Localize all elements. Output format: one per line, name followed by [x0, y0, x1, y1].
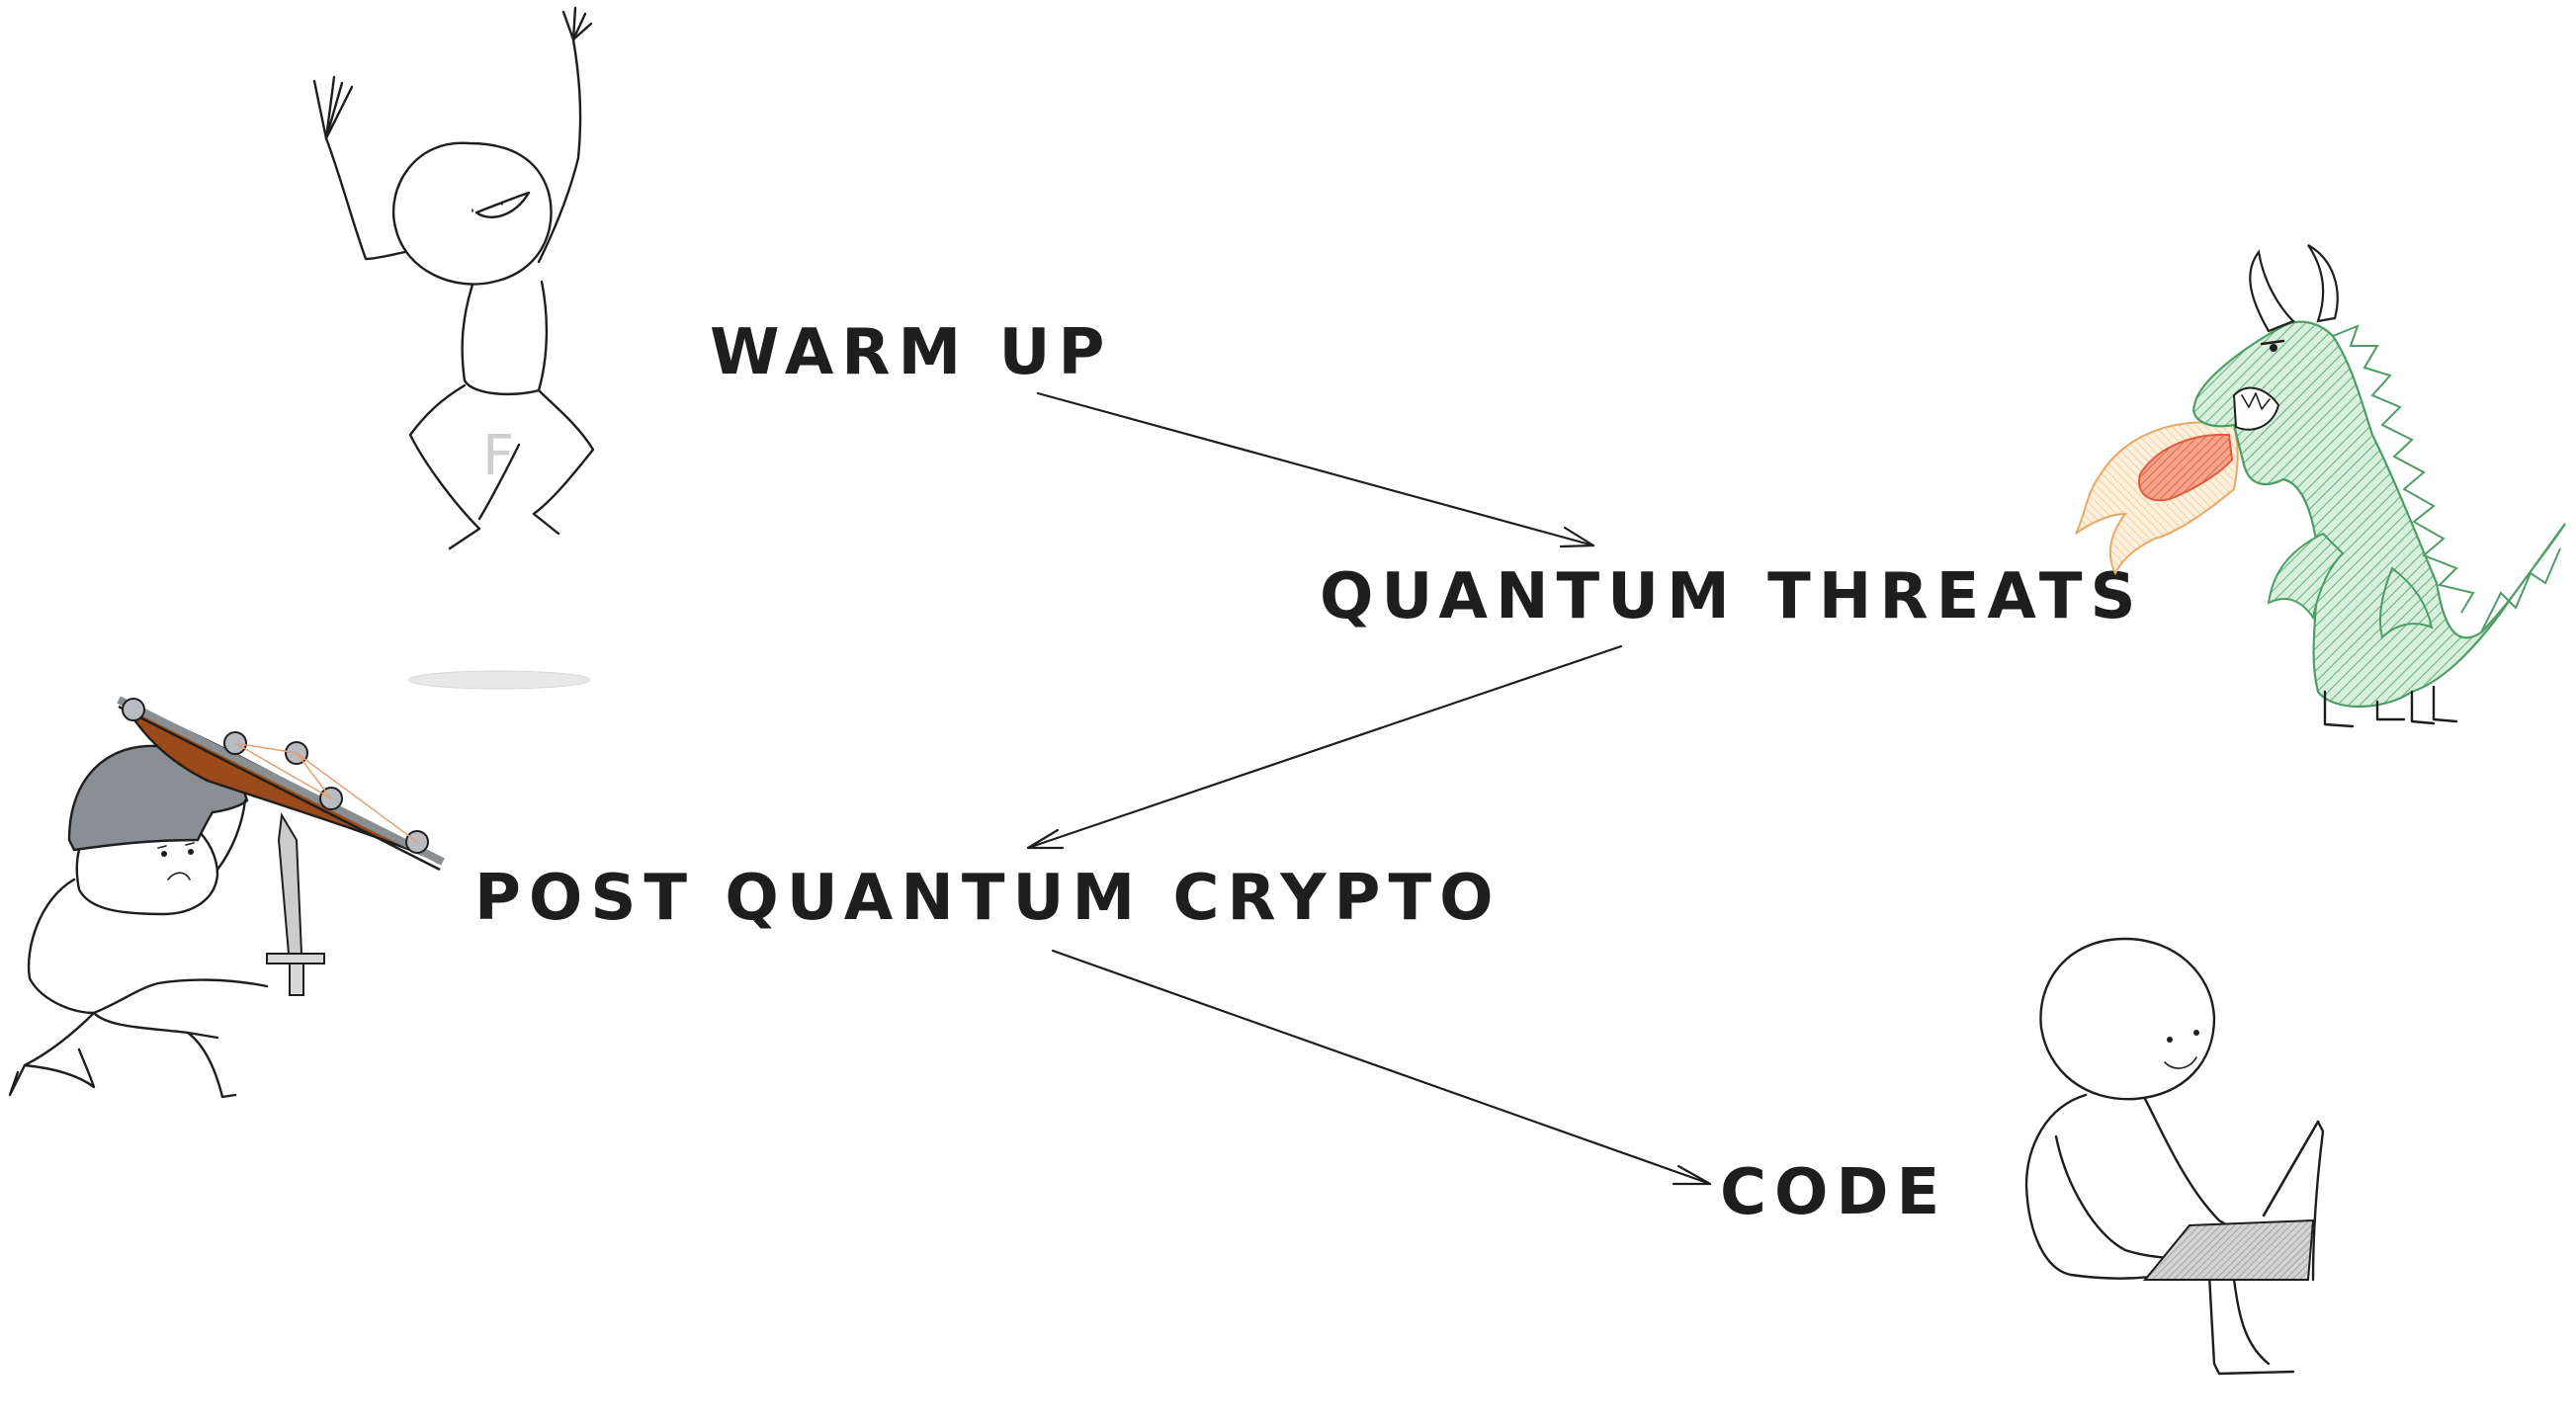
shielded-knight-icon — [8, 696, 445, 1099]
arrow-warmup-to-threats — [1036, 391, 1595, 548]
arrow-threats-to-pqc — [1026, 644, 1623, 850]
step-label-post-quantum-crypto: POST QUANTUM CRYPTO — [474, 862, 1502, 935]
arrow-pqc-to-code — [1051, 949, 1712, 1186]
person-with-laptop-icon — [2024, 937, 2325, 1376]
step-label-warm-up: WARM UP — [710, 316, 1112, 389]
shirt-letter: F — [482, 424, 514, 488]
jumping-stick-figure-icon: F — [312, 6, 595, 690]
fire-breathing-dragon-icon — [2075, 244, 2566, 728]
step-label-code: CODE — [1720, 1156, 1947, 1229]
step-label-quantum-threats: QUANTUM THREATS — [1320, 560, 2144, 633]
